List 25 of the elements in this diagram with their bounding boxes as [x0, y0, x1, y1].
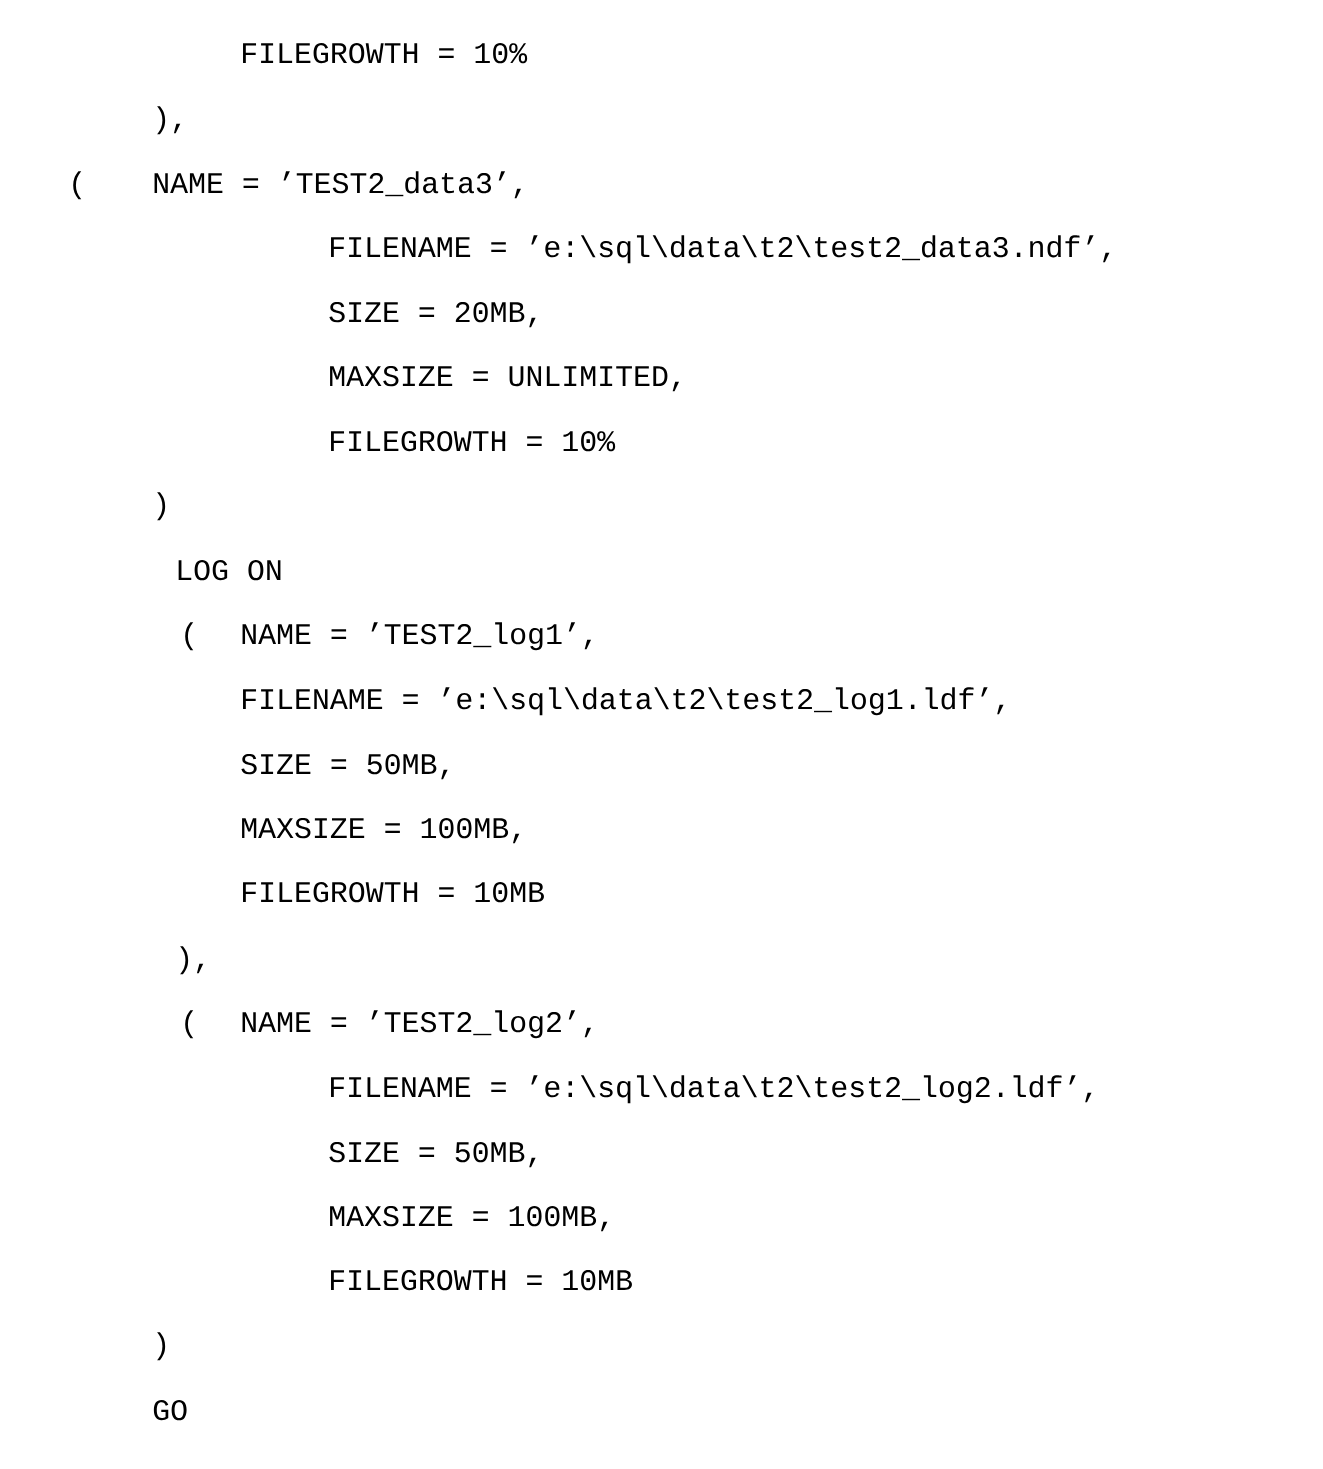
code-line: NAME = ’TEST2_log1’,: [242, 622, 592, 651]
code-line: FILEGROWTH = 10%: [331, 431, 616, 452]
code-line: MAXSIZE = 100MB,: [330, 1206, 608, 1232]
code-line: FILEGROWTH = 10MB: [243, 882, 544, 903]
code-line: SIZE = 50MB,: [329, 1142, 536, 1168]
code-line: NAME = ’TEST2_log2’,: [242, 1010, 592, 1039]
code-line: (: [73, 171, 82, 200]
code-line: GO: [153, 1400, 187, 1421]
code-line: NAME = ’TEST2_data3’,: [154, 171, 521, 199]
code-line: FILENAME = ’e:\sql\data\t2\test2_data3.ndf’,: [331, 235, 1110, 264]
code-line: ): [157, 1332, 166, 1361]
code-line: MAXSIZE = UNLIMITED,: [330, 366, 680, 392]
code-line: FILEGROWTH = 10%: [243, 43, 528, 64]
code-line: SIZE = 20MB,: [329, 302, 536, 328]
code-line: ),: [157, 106, 181, 135]
code-line: FILEGROWTH = 10MB: [331, 1270, 632, 1291]
code-line: SIZE = 50MB,: [241, 754, 448, 780]
code-line: FILENAME = ’e:\sql\data\t2\test2_log2.ldf’,: [331, 1075, 1092, 1104]
code-line: ),: [180, 946, 204, 975]
code-line: LOG ON: [178, 560, 281, 581]
code-line: MAXSIZE = 100MB,: [242, 818, 520, 844]
code-line: ): [157, 492, 166, 521]
code-line: (: [185, 622, 194, 651]
code-line: (: [185, 1010, 194, 1039]
code-line: FILENAME = ’e:\sql\data\t2\test2_log1.ldf’,: [243, 687, 1004, 716]
